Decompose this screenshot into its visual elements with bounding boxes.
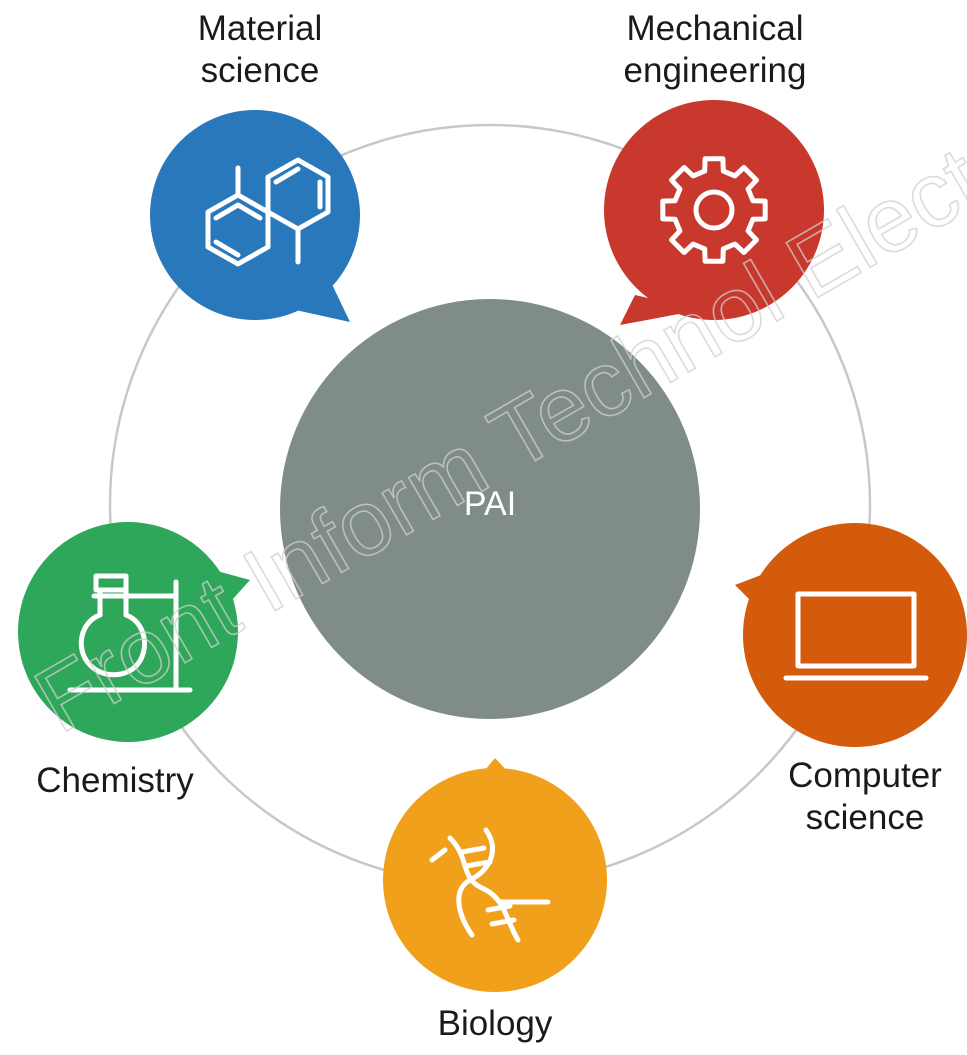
molecule-icon <box>205 157 331 267</box>
center-label: PAI <box>463 485 517 523</box>
bubble-pointer <box>620 295 700 325</box>
node-computer-science <box>735 523 967 747</box>
node-biology <box>383 758 607 992</box>
node-mechanical-engineering <box>604 100 824 325</box>
label-biology-line-1: Biology <box>437 1004 553 1043</box>
node-material-science <box>150 110 360 322</box>
center-circle <box>280 299 700 719</box>
label-chemistry: Chemistry <box>5 760 225 802</box>
bubble-biology <box>383 768 607 992</box>
label-computer-science: Computer science <box>765 755 965 839</box>
bubble-mechanical-engineering <box>604 100 824 320</box>
label-chemistry-line-1: Chemistry <box>36 761 194 800</box>
label-material-science: Material science <box>150 8 370 92</box>
label-material-line-1: Material <box>197 9 323 48</box>
gear-icon <box>660 156 768 264</box>
label-mechanical-engineering: Mechanical engineering <box>590 8 840 92</box>
label-computer-line-2: science <box>805 798 925 837</box>
label-mechanical-line-2: engineering <box>623 51 807 90</box>
label-mechanical-line-1: Mechanical <box>626 9 804 48</box>
flask-icon <box>67 573 193 693</box>
dna-icon <box>429 827 551 943</box>
bubble-computer-science <box>743 523 967 747</box>
label-biology: Biology <box>395 1003 595 1045</box>
laptop-icon <box>783 591 929 681</box>
label-material-line-2: science <box>200 51 320 90</box>
bubble-chemistry <box>18 522 238 742</box>
node-chemistry <box>18 522 250 742</box>
label-computer-line-1: Computer <box>788 756 942 795</box>
